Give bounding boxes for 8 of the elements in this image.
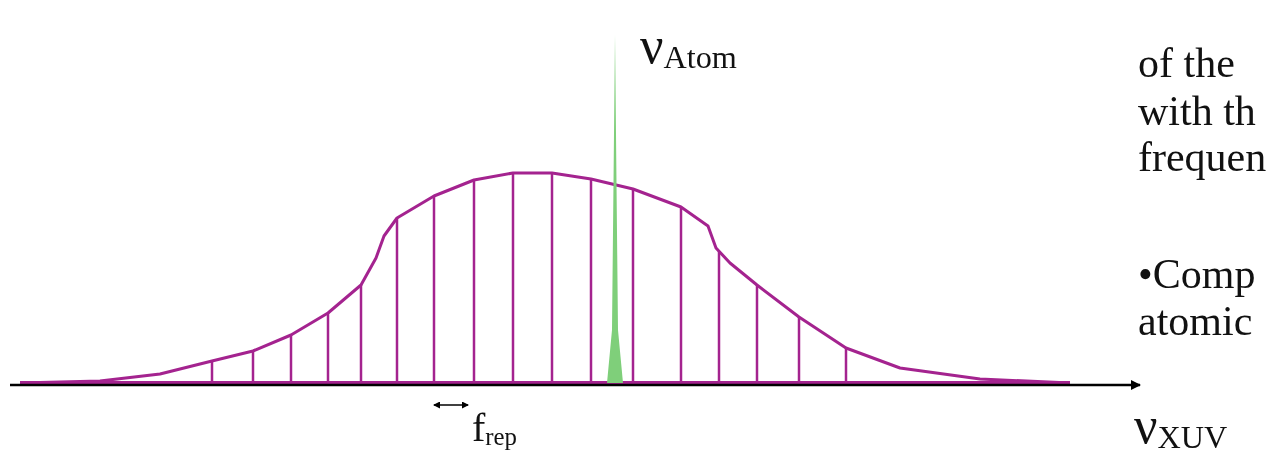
frequency-label: ν$_{Atom}$ xyxy=(640,20,737,74)
body-text: atomic xyxy=(1138,300,1253,342)
axis-label: ν$_{XUV}$ xyxy=(1134,400,1228,453)
frequency-label: f$_{rep}$ xyxy=(472,408,517,450)
body-text: frequen xyxy=(1138,136,1267,178)
body-text: with th xyxy=(1138,90,1256,132)
body-text: of the xyxy=(1138,42,1235,84)
body-text: •Comp xyxy=(1138,253,1256,295)
